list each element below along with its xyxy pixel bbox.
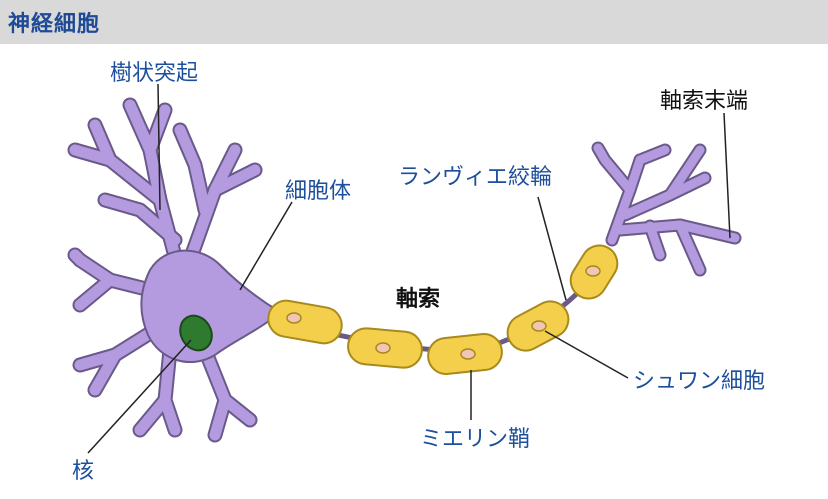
cell-body-shape	[140, 249, 282, 364]
dendrites	[67, 97, 263, 443]
myelin-sheath-label: ミエリン鞘	[420, 427, 530, 452]
schwann-nuclei	[286, 265, 601, 360]
cell-body-label: 細胞体	[285, 179, 351, 204]
nucleus-shape	[179, 314, 213, 352]
node-of-ranvier-label: ランヴィエ絞輪	[398, 165, 552, 190]
nucleus-label: 核	[72, 459, 94, 484]
title-bar: 神経細胞	[0, 0, 828, 44]
axon-terminal-label: 軸索末端	[660, 89, 748, 114]
page-title: 神経細胞	[8, 12, 101, 37]
axon-label: 軸索	[396, 286, 440, 312]
dendrite-label: 樹状突起	[110, 61, 198, 86]
leader-lines	[87, 83, 731, 454]
schwann-cell-label: シュワン細胞	[633, 369, 765, 394]
axon-terminal-branches	[591, 141, 742, 277]
myelin-sheath-segments	[267, 244, 619, 375]
